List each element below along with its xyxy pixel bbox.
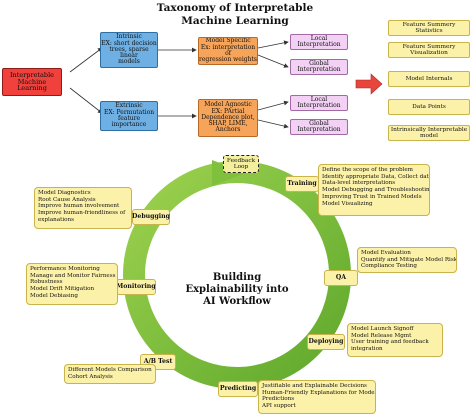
training-notes: Define the scope of the problem Identify…: [318, 164, 430, 216]
legend-feature-summary-visualization: Feature Summery Visualization: [388, 42, 470, 58]
diagram-title: Taxonomy of Interpretable Machine Learni…: [156, 2, 314, 27]
stage-deploying: Deploying: [307, 334, 345, 350]
legend-model-internals: Model Internals: [388, 71, 470, 87]
model-agnostic-node: Model Agnostic EX: PArtial Dependence pl…: [198, 99, 258, 137]
deploying-notes: Model Launch Signoff Model Release Mgmt …: [347, 323, 443, 357]
edge-specific-global: [257, 54, 289, 68]
agnostic-global-interpretation: Global Interpretation: [290, 119, 348, 135]
edge-specific-local: [257, 40, 289, 49]
legend-intrinsically-interpretable-model: Intrinsically Interpretable model: [388, 125, 470, 141]
agnostic-local-interpretation: Local Interpretation: [290, 95, 348, 111]
stage-predicting: Predicting: [218, 381, 258, 397]
qa-notes: Model Evaluation Quantify and Mitigate M…: [357, 247, 457, 273]
ab-test-notes: Different Models Comparison Cohort Analy…: [64, 364, 156, 384]
intrinsic-local-interpretation: Local Interpretation: [290, 34, 348, 50]
monitoring-notes: Performance Monitoring Manage and Monito…: [26, 263, 118, 305]
intrinsic-node: Intrinsic EX: short decision trees, spar…: [100, 32, 158, 68]
edge-agnostic-global: [257, 119, 289, 129]
feedback-loop-node: Feedback Loop: [223, 155, 259, 173]
edge-root-extrinsic: [69, 87, 103, 114]
ring-arrowhead-icon: [212, 160, 246, 186]
workflow-center-title: Building Explainability into AI Workflow: [185, 272, 289, 307]
edge-root-intrinsic: [69, 47, 103, 73]
red-arrow-icon: [355, 73, 383, 95]
stage-qa: QA: [324, 270, 358, 286]
debugging-notes: Model Diagnostics Root Cause Analysis Im…: [34, 187, 132, 229]
edge-agnostic-local: [257, 100, 289, 111]
model-specific-node: Model Specific Ex: interpretation of reg…: [198, 37, 258, 65]
intrinsic-global-interpretation: Global Interpretation: [290, 59, 348, 75]
stage-training: Training: [285, 176, 319, 192]
stage-monitoring: Monitoring: [116, 279, 156, 295]
extrinsic-node: Extrinsic EX: Permutation feature import…: [100, 101, 158, 131]
predicting-notes: Justifiable and Explainable Decisions Hu…: [258, 380, 376, 414]
stage-debugging: Debugging: [132, 209, 170, 225]
legend-feature-summary-statistics: Feature Summery Statistics: [388, 20, 470, 36]
legend-data-points: Data Points: [388, 99, 470, 115]
root-node: Interpretable Machine Learning: [2, 68, 62, 96]
